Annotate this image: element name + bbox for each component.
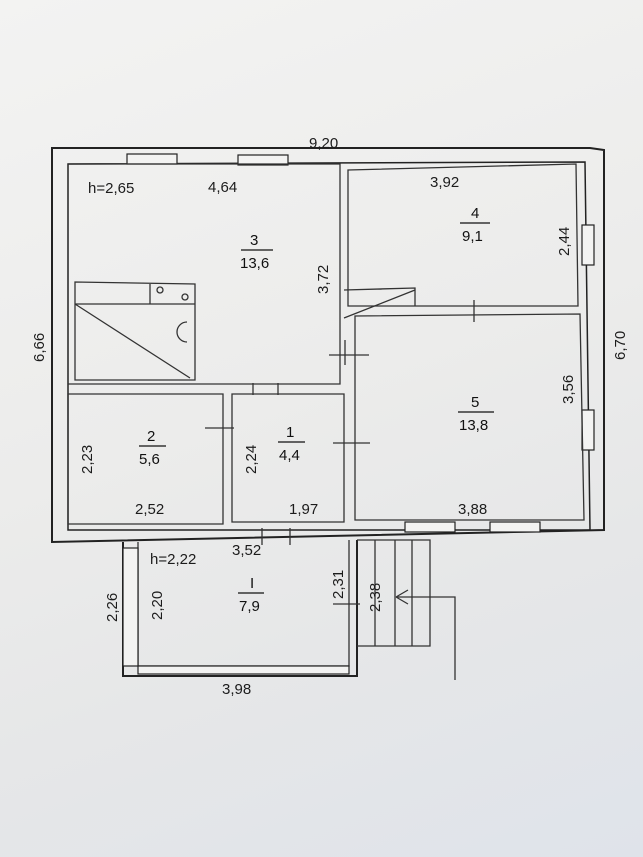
overall-width-label: 9,20 — [309, 135, 338, 152]
stove-arc — [176, 321, 188, 343]
room-2-left-height: 2,23 — [79, 445, 96, 474]
room-1-area: 4,4 — [279, 447, 300, 464]
door-tick-1 — [252, 383, 279, 395]
room-1-number: 1 — [286, 424, 294, 441]
room-2-bottom-width: 2,52 — [135, 501, 164, 518]
room-3-right-height: 3,72 — [315, 265, 332, 294]
window-bottom-1 — [404, 521, 456, 533]
door-tick-2 — [329, 340, 369, 365]
hall-detail — [343, 287, 416, 319]
annex-ceiling-label: h=2,22 — [150, 551, 196, 568]
room-I-area: 7,9 — [239, 598, 260, 615]
stove-ring-1 — [156, 286, 164, 294]
window-top-1 — [126, 153, 178, 165]
porch-height: 2,38 — [367, 583, 384, 612]
left-height-label: 6,66 — [31, 333, 48, 362]
room-4-number: 4 — [471, 205, 479, 222]
room-2-area: 5,6 — [139, 451, 160, 468]
room-1-bottom-width: 1,97 — [289, 501, 318, 518]
annex-window-bottom — [137, 665, 350, 675]
room-4-right-height: 2,44 — [556, 227, 573, 256]
stove-block — [74, 281, 196, 381]
door-tick-6 — [261, 528, 291, 545]
window-bottom-2 — [489, 521, 541, 533]
outer-wall-inner — [67, 161, 591, 531]
stove-ring-2 — [181, 293, 189, 301]
window-right-1 — [581, 224, 595, 266]
room-5-area: 13,8 — [459, 417, 488, 434]
room-3-walls — [68, 163, 341, 385]
room-I-left-height: 2,20 — [149, 591, 166, 620]
room-I-number: I — [250, 575, 254, 592]
room-4-walls — [347, 163, 579, 307]
annex-outer-left-height: 2,26 — [104, 593, 121, 622]
room-3-number: 3 — [250, 232, 258, 249]
porch — [357, 539, 431, 647]
room-5-bottom-width: 3,88 — [458, 501, 487, 518]
entry-arrow — [395, 589, 456, 680]
room-I-right-height: 2,31 — [330, 570, 347, 599]
room-2-number: 2 — [147, 428, 155, 445]
right-height-label: 6,70 — [612, 331, 629, 360]
outer-wall-outer — [51, 147, 605, 544]
room-5-right-height: 3,56 — [560, 375, 577, 404]
window-top-2 — [237, 154, 289, 166]
room-4-area: 9,1 — [462, 228, 483, 245]
room-1-left-height: 2,24 — [243, 445, 260, 474]
window-right-2 — [581, 409, 595, 451]
room-3-top-width: 4,64 — [208, 179, 237, 196]
room-1-walls — [231, 393, 345, 523]
room-I-top-width: 3,52 — [232, 542, 261, 559]
annex-window-left — [122, 547, 139, 667]
room-3-area: 13,6 — [240, 255, 269, 272]
room-4-top-width: 3,92 — [430, 174, 459, 191]
room-5-walls — [354, 313, 585, 521]
room-5-number: 5 — [471, 394, 479, 411]
main-ceiling-label: h=2,65 — [88, 180, 134, 197]
room-I-bottom-width: 3,98 — [222, 681, 251, 698]
room-2-walls — [67, 393, 224, 525]
